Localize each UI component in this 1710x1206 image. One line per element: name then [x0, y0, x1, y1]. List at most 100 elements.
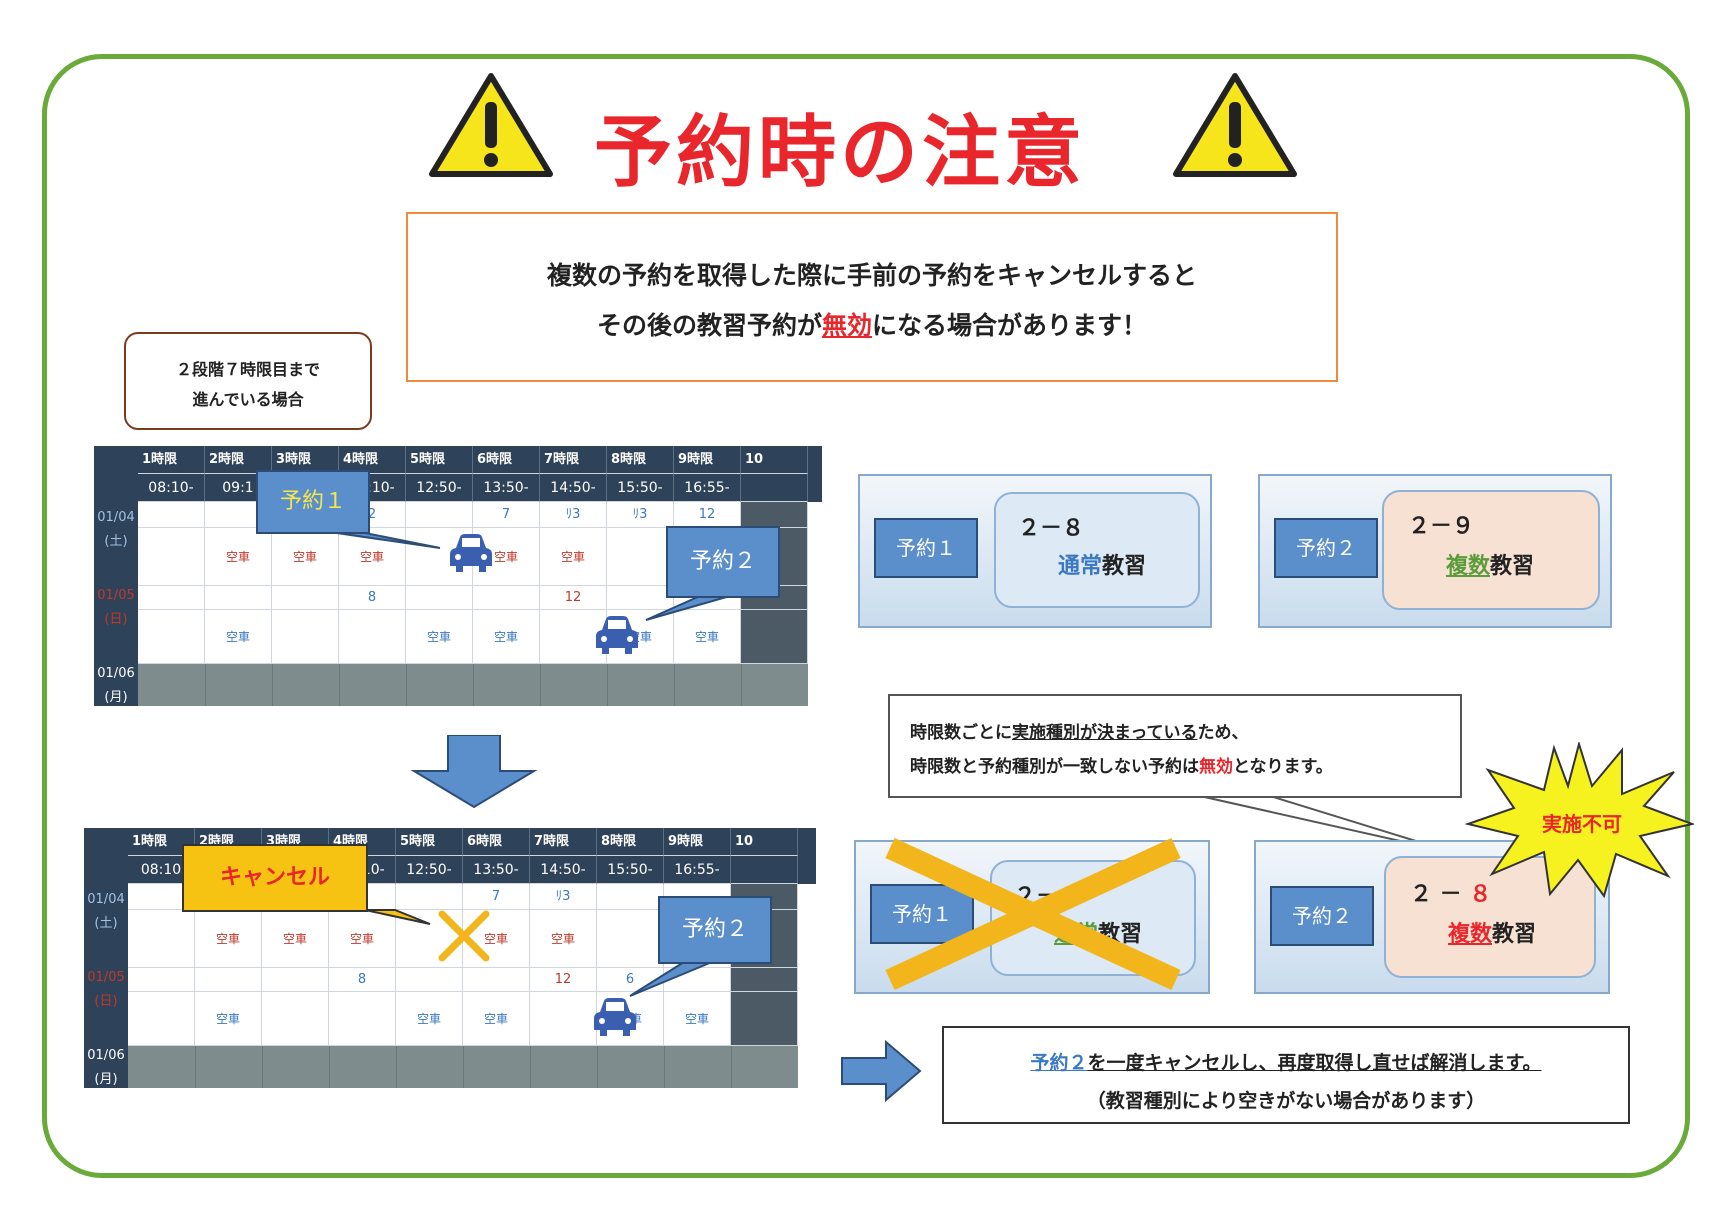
grid-line [396, 1046, 397, 1088]
slot-count-cell[interactable] [195, 968, 262, 992]
slot-status-cell[interactable] [741, 610, 808, 664]
period-header: 9時限 [674, 446, 741, 474]
slot-status-cell[interactable]: 空車 [473, 528, 540, 586]
slot-status-cell[interactable]: 空車 [463, 992, 530, 1046]
car-icon [596, 616, 638, 654]
slot-count-cell[interactable] [741, 502, 808, 528]
slot-status-cell[interactable] [597, 910, 664, 968]
grid-line [262, 1046, 263, 1088]
period-time [731, 856, 798, 884]
slot-status-cell[interactable]: 空車 [540, 528, 607, 586]
slot-status-cell[interactable] [607, 528, 674, 586]
slot-count-cell[interactable]: 8 [339, 586, 406, 610]
down-arrow-icon [410, 735, 538, 809]
period-header: 8時限 [607, 446, 674, 474]
slot-status-cell[interactable]: 空車 [473, 610, 540, 664]
slot-count-cell[interactable]: 2 [339, 502, 406, 528]
slot-status-cell[interactable] [329, 992, 396, 1046]
slot-status-cell[interactable] [339, 610, 406, 664]
slot-count-cell[interactable] [406, 586, 473, 610]
grid-line [406, 664, 407, 706]
slot-count-cell[interactable]: 8 [329, 968, 396, 992]
slot-count-cell[interactable]: ﾘ3 [530, 884, 597, 910]
period-time: 08:10- [138, 474, 205, 502]
cancelled-x-icon [438, 910, 490, 962]
slot-count-cell[interactable]: 12 [530, 968, 597, 992]
reservation-2-tag: 予約２ [1274, 518, 1378, 578]
grid-line [272, 664, 273, 706]
grid-line [674, 664, 675, 706]
slot-count-cell[interactable] [396, 884, 463, 910]
slot-status-cell[interactable] [128, 992, 195, 1046]
slot-status-cell[interactable]: 空車 [272, 528, 339, 586]
slot-count-cell[interactable] [138, 586, 205, 610]
slot-count-cell[interactable]: 12 [674, 502, 741, 528]
slot-status-cell[interactable]: 空車 [205, 528, 272, 586]
slot-status-cell[interactable] [530, 992, 597, 1046]
slot-count-cell[interactable] [463, 968, 530, 992]
slot-status-cell[interactable]: 空車 [674, 610, 741, 664]
date-label: 01/04(土) [97, 510, 135, 549]
resolution-box: 予約２を一度キャンセルし、再度取得し直せば解消します。 （教習種別により空きがな… [942, 1026, 1630, 1124]
grid-line [664, 1046, 665, 1088]
slot-count-cell[interactable] [597, 884, 664, 910]
slot-status-cell[interactable]: 空車 [463, 910, 530, 968]
slot-count-cell[interactable] [396, 968, 463, 992]
slot-status-cell[interactable] [272, 610, 339, 664]
slot-status-cell[interactable] [731, 992, 798, 1046]
slot-count-cell[interactable]: 7 [463, 884, 530, 910]
stage-condition-box: ２段階７時限目まで 進んでいる場合 [124, 332, 372, 430]
grid-line [473, 664, 474, 706]
reservation-2-link[interactable]: 予約２ [1030, 1052, 1088, 1074]
period-header: 6時限 [473, 446, 540, 474]
period-header: 1時限 [128, 828, 195, 856]
notice-box: 複数の予約を取得した際に手前の予約をキャンセルすると その後の教習予約が無効にな… [406, 212, 1338, 382]
grid-line [463, 1046, 464, 1088]
slot-count-cell[interactable] [272, 586, 339, 610]
slot-count-cell[interactable]: ﾘ3 [607, 502, 674, 528]
slot-status-cell[interactable]: 空車 [530, 910, 597, 968]
slot-count-cell[interactable]: ﾘ3 [540, 502, 607, 528]
slot-count-cell[interactable] [128, 968, 195, 992]
period-time: 13:50- [463, 856, 530, 884]
slot-status-cell[interactable]: 空車 [329, 910, 396, 968]
lesson-info-card: ２－８ 通常教習 [994, 492, 1200, 608]
lesson-info-card: ２－９ 複数教習 [1382, 490, 1600, 610]
grid-line [195, 1046, 196, 1088]
period-time: 15:50- [607, 474, 674, 502]
slot-status-cell[interactable]: 空車 [195, 992, 262, 1046]
timetable-date-column [94, 446, 138, 706]
slot-status-cell[interactable]: 空車 [205, 610, 272, 664]
slot-count-cell[interactable] [607, 586, 674, 610]
period-header: 6時限 [463, 828, 530, 856]
grid-line [607, 664, 608, 706]
slot-status-cell[interactable]: 空車 [664, 992, 731, 1046]
slot-status-cell[interactable]: 空車 [195, 910, 262, 968]
slot-status-cell[interactable]: 空車 [262, 910, 329, 968]
grid-line [530, 1046, 531, 1088]
period-header: 1時限 [138, 446, 205, 474]
slot-status-cell[interactable] [128, 910, 195, 968]
slot-status-cell[interactable]: 空車 [339, 528, 406, 586]
slot-count-cell[interactable] [406, 502, 473, 528]
not-allowed-label: 実施不可 [1542, 812, 1622, 836]
slot-status-cell[interactable] [138, 610, 205, 664]
slot-count-cell[interactable] [731, 968, 798, 992]
slot-count-cell[interactable]: 6 [597, 968, 664, 992]
date-label: 01/05(日) [97, 588, 135, 627]
slot-count-cell[interactable] [138, 502, 205, 528]
reservation-1-tag: 予約１ [874, 518, 978, 578]
slot-status-cell[interactable]: 空車 [396, 992, 463, 1046]
period-header: 10 [731, 828, 798, 856]
slot-count-cell[interactable] [664, 968, 731, 992]
slot-count-cell[interactable]: 12 [540, 586, 607, 610]
slot-status-cell[interactable]: 空車 [406, 610, 473, 664]
slot-status-cell[interactable] [138, 528, 205, 586]
slot-count-cell[interactable] [262, 968, 329, 992]
slot-count-cell[interactable]: 7 [473, 502, 540, 528]
slot-count-cell[interactable] [473, 586, 540, 610]
timetable-header [94, 446, 822, 502]
slot-status-cell[interactable] [262, 992, 329, 1046]
date-label: 01/05(日) [87, 970, 125, 1009]
slot-count-cell[interactable] [205, 586, 272, 610]
